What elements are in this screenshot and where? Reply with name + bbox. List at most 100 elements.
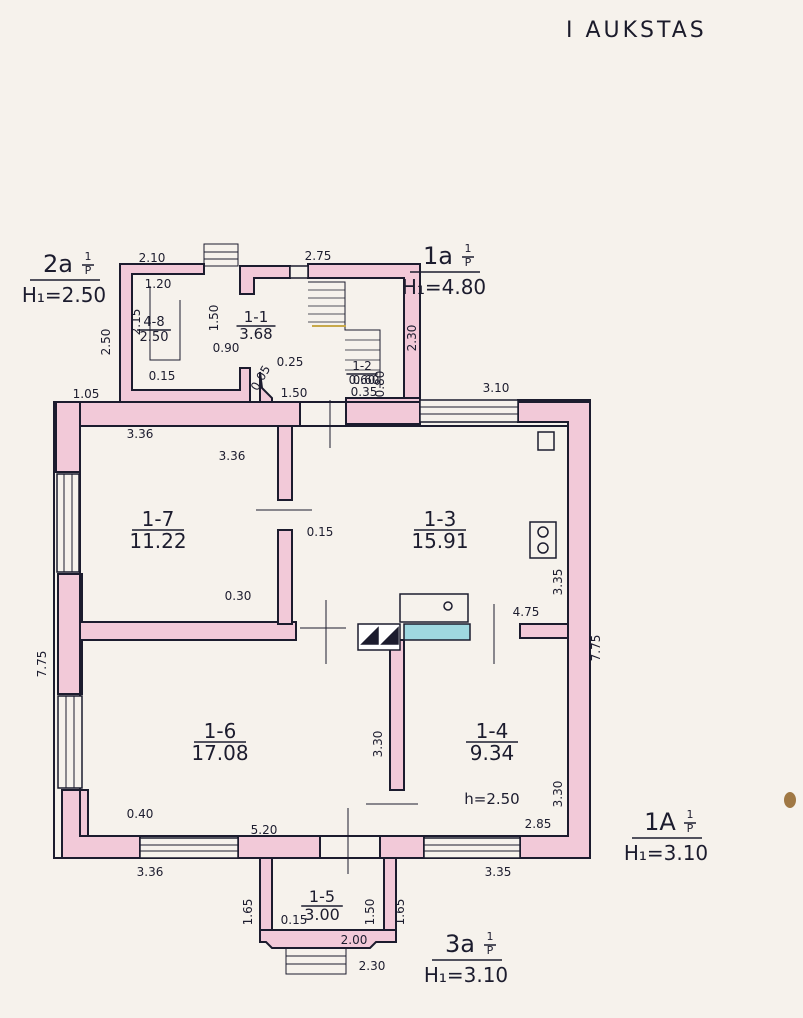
steps: [285, 947, 347, 975]
wall-left-top: [55, 401, 81, 473]
wing-height-1a: H₁=4.80: [402, 275, 486, 299]
wall-stair-corner: [259, 371, 273, 403]
dimension-22: 3.30: [371, 731, 385, 758]
counter-blue: [403, 623, 471, 641]
wing-label-3a: 3a: [445, 930, 475, 958]
dimension-26: 2.85: [525, 817, 552, 831]
dimension-13: 3.36: [127, 427, 154, 441]
annotation-layer: 4-82.501-13.681-20.601-711.221-315.911-6…: [22, 242, 708, 987]
dimension-37: 0.80: [373, 371, 387, 398]
window-top-right: [419, 399, 519, 423]
wall-left-bottom: [61, 789, 141, 859]
outline-inner: [79, 425, 569, 837]
wing-fraction-num-3a: 1: [487, 930, 494, 943]
dimension-10: 1.50: [281, 386, 308, 400]
dimension-33: 2.00: [341, 933, 368, 947]
walls: [54, 263, 591, 949]
wing-fraction-num-1a: 1: [465, 242, 472, 255]
stairs-entry: [203, 243, 239, 267]
dimension-17: 7.75: [35, 651, 49, 678]
dimension-9: 0.05: [248, 363, 273, 393]
dimension-5: 2.30: [405, 325, 419, 352]
windows: [56, 265, 521, 859]
room-number-4-8: 4-8: [143, 315, 164, 330]
room-number-1-7: 1-7: [142, 507, 175, 531]
dimension-21: 7.75: [589, 635, 603, 662]
dimension-36: 0.35: [351, 385, 378, 399]
dimension-24: 0.40: [127, 807, 154, 821]
sink: [537, 431, 555, 451]
wing-fraction-den-1A: P: [687, 822, 694, 835]
window-left-2: [57, 695, 83, 789]
wall-interior-1-4: [389, 639, 405, 791]
stairs: [149, 243, 381, 388]
wall-stair-base: [345, 397, 421, 425]
dimension-6: 2.50: [99, 329, 113, 356]
dimension-30: 1.50: [363, 899, 377, 926]
wall-left-mid: [57, 573, 83, 695]
dimension-31: 1.65: [393, 899, 407, 926]
wing-height-3a: H₁=3.10: [424, 963, 508, 987]
dimension-15: 0.15: [307, 525, 334, 539]
wall-porch-bottom: [259, 929, 397, 949]
room-area-1-5: 3.00: [304, 905, 340, 924]
dimension-25: 5.20: [251, 823, 278, 837]
wing-label-2a: 2a: [43, 250, 73, 278]
fixtures: [357, 431, 557, 651]
room-number-1-2: 1-2: [352, 359, 372, 373]
wall-main-top-left: [54, 401, 301, 473]
porch-steps: [285, 947, 347, 975]
dimension-20: 4.75: [513, 605, 540, 619]
wall-interior-1-7-a: [277, 425, 293, 501]
dimension-32: 0.15: [281, 913, 308, 927]
wing-height-2a: H₁=2.50: [22, 283, 106, 307]
dimension-0: 2.10: [139, 251, 166, 265]
dimension-2: 1.20: [145, 277, 172, 291]
counter: [399, 593, 469, 623]
wing-fraction-den-2a: P: [85, 264, 92, 277]
room-area-1-4: 9.34: [470, 741, 515, 765]
outline-main: [53, 401, 591, 859]
wing-fraction-den-3a: P: [487, 944, 494, 957]
room-height-note: h=2.50: [464, 790, 519, 808]
dimension-1: 2.75: [305, 249, 332, 263]
wing-fraction-den-1a: P: [465, 256, 472, 269]
wing-label-1a: 1a: [423, 242, 453, 270]
room-area-1-1: 3.68: [239, 325, 272, 343]
wall-entry-top: [239, 265, 291, 295]
dimension-34: 2.30: [359, 959, 386, 973]
stairs-inner: [308, 281, 381, 388]
room-area-4-8: 2.50: [140, 330, 169, 345]
window-lines: [63, 406, 520, 852]
wing-fraction-num-1A: 1: [687, 808, 694, 821]
floor-title: I AUKSTAS: [566, 18, 707, 43]
room-area-1-6: 17.08: [191, 741, 248, 765]
dimension-29: 1.65: [241, 899, 255, 926]
dimension-35: 0.60: [353, 373, 380, 387]
dimension-19: 3.35: [551, 569, 565, 596]
dimension-3: 2.15: [129, 309, 143, 336]
room-area-1-3: 15.91: [411, 529, 468, 553]
dimension-16: 0.30: [225, 589, 252, 603]
door-marks: [256, 400, 495, 874]
wing-label-1A: 1A: [644, 808, 676, 836]
dimension-18: 3.10: [483, 381, 510, 395]
room-number-1-6: 1-6: [204, 719, 237, 743]
dimension-11: 0.15: [149, 369, 176, 383]
room-number-1-3: 1-3: [424, 507, 457, 531]
window-bottom-2: [423, 837, 521, 859]
dimension-28: 3.35: [485, 865, 512, 879]
window-top-mid: [289, 265, 309, 279]
dimension-7: 0.90: [213, 341, 240, 355]
room-area-1-2: 0.60: [349, 373, 376, 387]
dimension-23: 3.30: [551, 781, 565, 808]
dimension-4: 1.50: [207, 305, 221, 332]
dimension-12: 1.05: [73, 387, 100, 401]
window-bottom-1: [139, 837, 239, 859]
wing-fraction-num-2a: 1: [85, 250, 92, 263]
dimension-27: 3.36: [137, 865, 164, 879]
wing-height-1A: H₁=3.10: [624, 841, 708, 865]
stairs-wing: [149, 286, 181, 361]
paper-stain: [784, 792, 796, 808]
